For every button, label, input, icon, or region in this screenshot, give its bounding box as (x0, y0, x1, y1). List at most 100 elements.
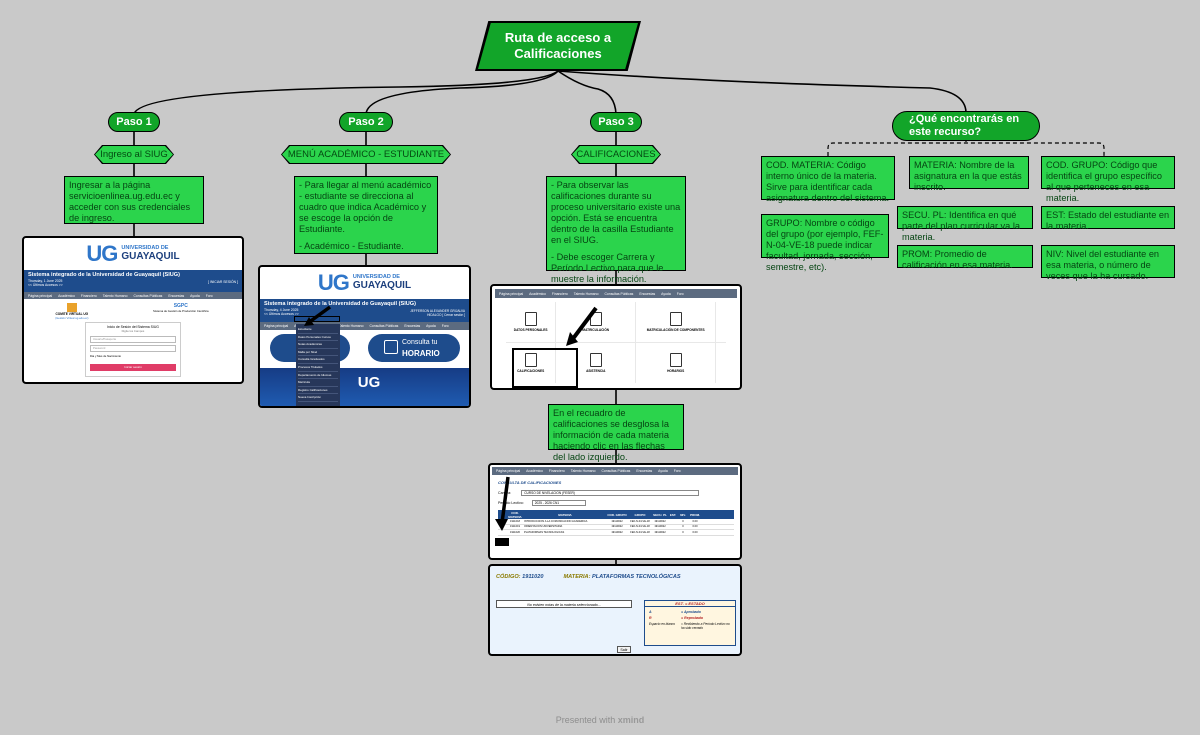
dropdown-item[interactable]: Procesos Titulados (298, 364, 338, 372)
logout-link[interactable]: HIDALGO [ Cerrar sesión ] (427, 313, 465, 317)
menu-item[interactable]: Consultas Públicas (369, 324, 399, 328)
table-cell: 19110022 (654, 525, 666, 529)
tile-item[interactable]: MATRICULACIÓN DE COMPONENTES (636, 302, 716, 342)
menu-item[interactable]: Foro (441, 324, 449, 328)
menu-item[interactable]: Encuestas (639, 291, 656, 296)
table-cell: 0.00 (692, 519, 698, 523)
menu-item[interactable]: Talento Humano (102, 293, 128, 298)
logo-big: GUAYAQUIL (352, 279, 412, 291)
branch-paso-2[interactable]: Paso 2 (339, 112, 393, 132)
tile-item[interactable]: HORARIOS (636, 343, 716, 383)
menu-item[interactable]: Foro (205, 293, 213, 298)
dropdown-item[interactable]: Registro Calificaciones (298, 387, 338, 395)
note-paso-3-detalle[interactable]: En el recuadro de calificaciones se desg… (548, 404, 684, 462)
siug-ultimos: << Últimos Accesos >> (28, 283, 63, 287)
menu-item[interactable]: Encuestas (168, 293, 185, 298)
branch-paso-1[interactable]: Paso 1 (108, 112, 160, 132)
horario-banner[interactable]: Consulta tu HORARIO (368, 334, 460, 362)
menu-item[interactable]: Página principal (28, 293, 53, 298)
siug-header: Sistema integrado de la Universidad de G… (24, 270, 242, 292)
detail-mat-label: MATERIA: (563, 574, 591, 580)
dropdown-item[interactable]: Nueva Inscripción (298, 394, 338, 402)
expand-arrow-highlight[interactable] (495, 538, 509, 546)
dropdown-item[interactable]: Malla por Nivel (298, 349, 338, 357)
note-secu-pl[interactable]: SECU. PL: Identifica en qué parte del pl… (897, 206, 1033, 242)
periodo-select[interactable]: 2025 - 2026 CN1 (531, 500, 586, 506)
branch-paso-3[interactable]: Paso 3 (590, 112, 642, 132)
dropdown-item[interactable]: Estudiante (298, 326, 338, 334)
note-materia[interactable]: MATERIA: Nombre de la asignatura en la q… (909, 156, 1029, 192)
menu-item[interactable]: Ayuda (658, 469, 668, 473)
login-button[interactable]: Iniciar sesión (90, 364, 176, 371)
menu-item[interactable]: Financiero (80, 293, 97, 298)
branch-recurso[interactable]: ¿Qué encontrarás en este recurso? (892, 111, 1040, 141)
root-node[interactable]: Ruta de acceso a Calificaciones (478, 23, 638, 69)
note-paso-3[interactable]: - Para observar las calificaciones duran… (546, 176, 686, 284)
dropdown-item[interactable]: Matrícula (298, 379, 338, 387)
menu-item[interactable]: Financiero (548, 469, 565, 473)
salir-button[interactable]: Salir (617, 646, 631, 653)
dropdown-item[interactable]: Departamento de Idiomas (298, 372, 338, 380)
note-text: En el recuadro de calificaciones se desg… (553, 408, 669, 462)
tag-ingreso-siug[interactable]: Ingreso al SIUG (95, 146, 173, 163)
logo-small: UNIVERSIDAD DE (121, 245, 169, 252)
menu-item[interactable]: Foro (676, 291, 684, 296)
note-paso-2[interactable]: - Para llegar al menú académico - estudi… (294, 176, 438, 254)
menu-item[interactable]: Talento Humano (338, 324, 364, 328)
menu-item[interactable]: Académico (526, 469, 543, 473)
dropdown-item[interactable]: Datos Personales Cursos (298, 334, 338, 342)
note-grupo[interactable]: GRUPO: Nombre o código del grupo (por ej… (761, 214, 889, 272)
menu-item[interactable]: Talento Humano (570, 469, 596, 473)
dropdown-item[interactable]: Consulta Graduados (298, 356, 338, 364)
note-est[interactable]: EST: Estado del estudiante en la materia… (1041, 206, 1175, 231)
menu-item[interactable]: Página principal (496, 469, 521, 473)
siug-header: Sistema integrado de la Universidad de G… (260, 299, 469, 322)
dropdown-item[interactable]: Notas Académicas (298, 341, 338, 349)
login-captcha[interactable]: Dia y Mes de Nacimiento (90, 354, 122, 358)
menu-item[interactable]: Académico (529, 291, 546, 296)
menu-item[interactable]: Financiero (551, 291, 568, 296)
table-cell: 0 (682, 519, 684, 523)
menu-item[interactable]: Foro (673, 469, 681, 473)
menu-item[interactable]: Consultas Públicas (604, 291, 634, 296)
tag-calificaciones[interactable]: CALIFICACIONES (572, 146, 660, 163)
login-user-input[interactable]: Usuario/Pasaporte (90, 336, 176, 343)
menu-item[interactable]: Ayuda (190, 293, 200, 298)
screenshot-tiles: Página principal Académico Financiero Talen… (490, 284, 742, 390)
note-cod-materia[interactable]: COD. MATERIA: Código interno único de la… (761, 156, 895, 203)
menu-item[interactable]: Encuestas (404, 324, 421, 328)
footer-brand[interactable]: xmind (617, 715, 645, 725)
menu-item[interactable]: Ayuda (426, 324, 436, 328)
menu-item[interactable]: Encuestas (636, 469, 653, 473)
table-cell: 1911019 (510, 525, 520, 529)
tile-label: MATRICULACIÓN DE COMPONENTES (646, 328, 705, 332)
note-text: COD. MATERIA: Código interno único de la… (766, 160, 890, 203)
menu-item[interactable]: Página principal (264, 324, 289, 328)
menu-item[interactable]: Consultas Públicas (133, 293, 163, 298)
tag-menu-academico[interactable]: MENÚ ACADÉMICO - ESTUDIANTE (282, 146, 450, 163)
tile-item[interactable]: DATOS PERSONALES (506, 302, 556, 342)
document-icon (524, 312, 537, 326)
table-header-cell: PROM. (690, 512, 700, 517)
table-header-cell: COD. MATERIA (508, 510, 522, 519)
menu-item[interactable]: Académico (58, 293, 75, 298)
siug-iniciar[interactable]: [ INICIAR SESIÓN ] (208, 280, 238, 284)
menu-item[interactable]: Talento Humano (573, 291, 599, 296)
calendar-icon (384, 340, 398, 354)
note-prom[interactable]: PROM: Promedio de calificación en esa ma… (897, 245, 1033, 270)
menu-item[interactable]: Consultas Públicas (601, 469, 631, 473)
comite-card[interactable]: COMITE VIRTUAL UG (Gestión Virtual ug.ed… (55, 303, 88, 320)
note-paso-1[interactable]: Ingresar a la página servicioenlinea.ug.… (64, 176, 204, 224)
login-password-input[interactable]: Password (90, 345, 176, 352)
note-niv[interactable]: NIV: Nivel del estudiante en esa materia… (1041, 245, 1175, 281)
tile-label: DATOS PERSONALES (513, 328, 548, 332)
sgpc-card[interactable]: SGPC Sistema de Gestión de Producción Ci… (151, 303, 211, 319)
legend-r-text: = Reprobado (681, 616, 704, 620)
carrera-select[interactable]: CURSO DE NIVELACION (FESER) (521, 490, 700, 496)
menu-item[interactable]: Ayuda (661, 291, 671, 296)
menu-item[interactable]: Página principal (499, 291, 524, 296)
note-cod-grupo[interactable]: COD. GRUPO: Código que identifica el gru… (1041, 156, 1175, 203)
